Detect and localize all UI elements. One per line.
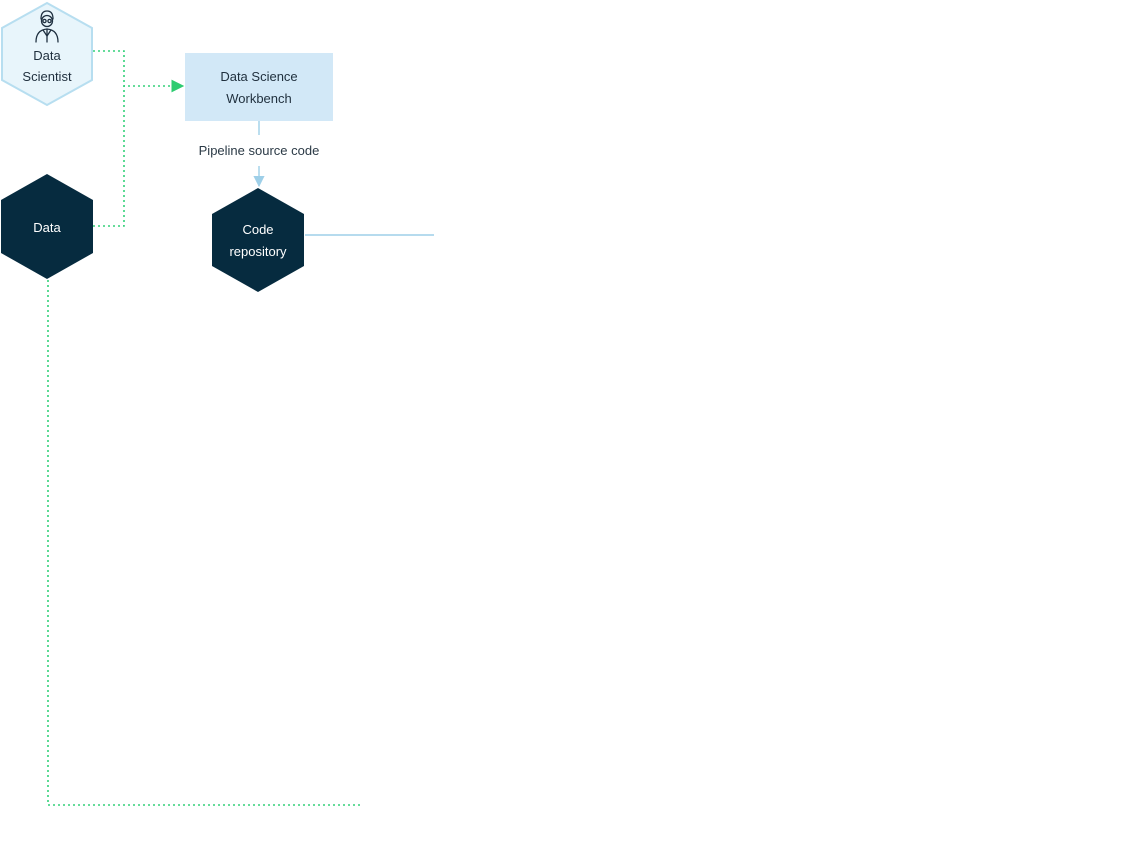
node-workbench-line1: Data Science [220,69,297,84]
node-workbench-line2: Workbench [226,91,292,106]
edge-data-to-workbench [93,86,125,227]
node-data-scientist-line2: Scientist [22,69,72,84]
edge-label-text: Pipeline source code [199,143,320,158]
node-code-repository[interactable]: Code repository [212,188,304,292]
scientist-icon [35,10,59,43]
edge-label-pipeline-source-code: Pipeline source code [183,135,334,166]
edge-scientist-to-workbench [93,50,185,93]
node-code-repository-line1: Code [242,222,273,237]
node-data[interactable]: Data [1,174,93,279]
node-code-repository-line2: repository [229,244,287,259]
edge-data-down [47,280,362,806]
node-workbench[interactable]: Data Science Workbench [185,53,333,121]
node-data-scientist[interactable]: Data Scientist [1,1,93,107]
node-data-scientist-line1: Data [33,48,61,63]
node-data-label: Data [33,220,61,235]
